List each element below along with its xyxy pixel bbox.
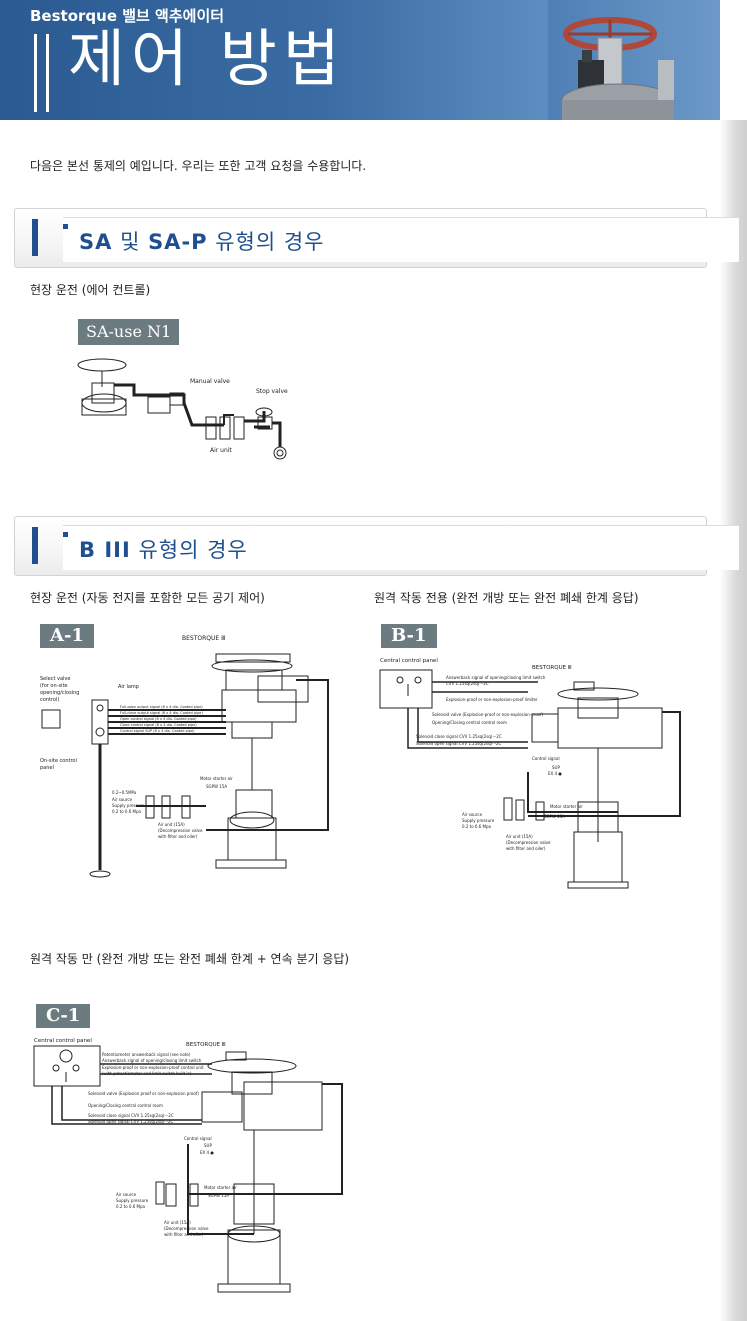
a1-label-8: Open control signal (6 x 4 dia. Coated p… (120, 717, 197, 721)
c1-label-0: Central control panel (34, 1038, 92, 1044)
a1-label-15: Supply pressure (112, 803, 145, 808)
a1-label-20: (Decompression valve (158, 828, 203, 833)
b1-label-0: Central control panel (380, 658, 438, 664)
section-title-sa: SA 및 SA-P 유형의 경우 (79, 230, 325, 254)
a1-label-10: Control signal SUP (6 x 4 dia. Coated pi… (120, 729, 195, 733)
c1-label-18: Air unit (15A) (164, 1220, 191, 1225)
b1-label-1: BESTORQUE Ⅲ (532, 665, 572, 671)
c1-label-12: EX 4 ● (200, 1150, 214, 1155)
b1-label-9: Control signal (532, 756, 560, 761)
c1-label-15: Air source (116, 1192, 137, 1197)
b1-label-16: 0.2 to 0.6 Mpa (462, 824, 492, 829)
diagram-sa-n1: Manual valve Stop valve Air unit (77, 358, 288, 460)
header-banner: Bestorque 밸브 액추에이터 제어 방법 (0, 0, 720, 120)
a1-label-4: control) (40, 697, 59, 703)
brand-title: Bestorque 밸브 액추에이터 (30, 7, 225, 25)
section-accent-bar (32, 527, 38, 564)
b1-label-5: Solenoid valve (Explosion-proof or non-e… (432, 712, 544, 717)
label-air-unit: Air unit (210, 447, 232, 454)
section-ribbon (63, 217, 739, 262)
b1-label-13: SGPW 15A (544, 814, 565, 819)
caption-a1: 현장 운전 (자동 전지를 포함한 모든 공기 제어) (30, 591, 265, 605)
c1-label-16: Supply pressure (116, 1198, 149, 1203)
c1-label-11: SUP (204, 1143, 212, 1148)
a1-label-18: SGPW 15A (206, 784, 227, 789)
a1-label-16: 0.2 to 0.6 Mpa (112, 809, 142, 814)
diagram-b1: Central control panel BESTORQUE Ⅲ Answer… (379, 658, 681, 889)
diagram-c1: Central control panel BESTORQUE Ⅲ Potent… (33, 1038, 343, 1293)
title-bar-left (34, 34, 37, 112)
c1-label-8: Solenoid close signal CVV 1.25sq(2sq)···… (88, 1113, 174, 1118)
b1-label-18: (Decompression valve (506, 840, 551, 845)
a1-label-7: Full-close output signal (6 x 4 dia. Coa… (120, 711, 203, 715)
c1-label-20: with filter and oiler) (164, 1232, 204, 1237)
b1-label-12: Motor starter air (550, 804, 583, 809)
a1-label-1: Select valve (40, 676, 70, 682)
c1-label-19: (Decompression valve (164, 1226, 209, 1231)
a1-label-11: On-site control (40, 758, 77, 764)
a1-label-0: BESTORQUE Ⅲ (182, 635, 225, 642)
a1-label-2: (for on-site (40, 683, 67, 689)
caption-b1: 원격 작동 전용 (완전 개방 또는 완전 폐쇄 한계 응답) (374, 591, 639, 605)
a1-label-5: Air lamp (118, 684, 139, 690)
a1-label-3: opening/closing (40, 690, 79, 696)
b1-label-4: Explosion-proof or non-explosion-proof l… (446, 697, 538, 702)
section-header-sa: SA 및 SA-P 유형의 경우 (14, 208, 739, 268)
bullet-square-icon (63, 224, 68, 229)
a1-label-13: 0.2~0.5MPa (112, 790, 137, 795)
a1-label-6: Full-open output signal (6 x 4 dia. Coat… (120, 705, 203, 709)
c1-label-10: Control signal (184, 1136, 212, 1141)
b1-label-7: Solenoid close signal CVV 1.25sq(2sq)···… (416, 734, 502, 739)
c1-label-2: Potentiometer answerback signal (see not… (102, 1052, 191, 1057)
b1-label-15: Supply pressure (462, 818, 495, 823)
a1-label-9: Close control signal (6 x 4 dia. Coated … (120, 723, 197, 727)
c1-label-14: SGPW 15A (208, 1193, 229, 1198)
diagram-tag-b1: B-1 (381, 624, 437, 648)
c1-label-6: Solenoid valve (Explosion proof or non-e… (88, 1091, 199, 1096)
a1-label-19: Air unit (15A) (158, 822, 185, 827)
b1-label-14: Air source (462, 812, 483, 817)
a1-label-12: panel (40, 765, 54, 771)
actuator-photo (548, 0, 720, 120)
bullet-square-icon (63, 532, 68, 537)
b1-label-8: Solenoid open signal CVV 1.25sq(2sq)···2… (416, 741, 502, 746)
section-ribbon (63, 525, 739, 570)
diagram-a1: BESTORQUE Ⅲ Select valve (for on-site op… (40, 635, 329, 878)
b1-label-10: SUP (552, 765, 560, 770)
caption-sa: 현장 운전 (에어 컨트롤) (30, 283, 151, 297)
section-header-b3: B III 유형의 경우 (14, 516, 739, 576)
c1-label-1: BESTORQUE Ⅲ (186, 1042, 226, 1048)
b1-label-19: with filter and oiler) (506, 846, 546, 851)
c1-label-9: Solenoid open signal CVV 1.25sq(2sq)···2… (88, 1119, 174, 1124)
section-accent-bar (32, 219, 38, 256)
b1-label-3: CVV 1.25sq(2sq)···3C (446, 681, 489, 686)
a1-label-17: Motor starter air (200, 776, 233, 781)
label-manual-valve: Manual valve (190, 378, 230, 385)
diagram-tag-a1: A-1 (40, 624, 94, 648)
label-stop-valve: Stop valve (256, 388, 288, 395)
diagram-tag-sa-n1: SA-use N1 (78, 319, 180, 345)
caption-c1: 원격 작동 만 (완전 개방 또는 완전 폐쇄 한계 + 연속 분기 응답) (30, 952, 350, 966)
b1-label-6: Opening/Closing central control room (432, 720, 507, 725)
intro-text: 다음은 본선 통제의 예입니다. 우리는 또한 고객 요청을 수용합니다. (30, 159, 367, 173)
page-title: 제어 방법 (68, 22, 346, 95)
c1-label-3: Answerback signal of opening/closing lim… (102, 1058, 202, 1063)
c1-label-17: 0.2 to 0.6 Mpa (116, 1204, 146, 1209)
a1-label-14: Air source (112, 797, 133, 802)
diagram-tag-c1: C-1 (36, 1004, 91, 1028)
b1-label-11: EX 4 ● (548, 771, 562, 776)
section-title-b3: B III 유형의 경우 (79, 538, 248, 562)
c1-label-4: Explosion-proof or non-explosion-proof c… (102, 1065, 204, 1070)
title-bar-right (46, 34, 49, 112)
c1-label-7: Opening/Closing central control room (88, 1103, 163, 1108)
b1-label-17: Air unit (15A) (506, 834, 533, 839)
b1-label-2: Answerback signal of opening/closing lim… (446, 675, 546, 680)
c1-label-5: (with potentiometer and limit switch bui… (102, 1071, 192, 1076)
c1-label-13: Motor starter air (204, 1185, 237, 1190)
page-edge-shadow (720, 120, 747, 1321)
a1-label-21: with filter and oiler) (158, 834, 198, 839)
